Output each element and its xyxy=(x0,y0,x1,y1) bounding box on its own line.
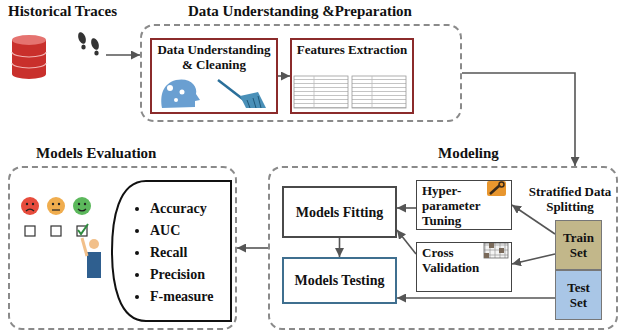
box-label: Features Extraction xyxy=(295,42,409,57)
box-label: Models Fitting xyxy=(296,204,384,221)
cleaning-illustration xyxy=(161,79,266,108)
box-label: Models Testing xyxy=(295,272,385,289)
metric-item: AUC xyxy=(150,220,232,242)
metric-item: Precision xyxy=(150,264,232,286)
database-node: Historical Traces xyxy=(6,26,106,84)
metrics-bracket: AccuracyAUCRecallPrecisionF-measure xyxy=(110,180,232,322)
flow-arrow xyxy=(106,54,140,56)
stage-region: Data Understanding & Cleaning Features Ex… xyxy=(140,24,462,122)
metric-list: AccuracyAUCRecallPrecisionF-measure xyxy=(110,198,232,308)
footprints-icon xyxy=(77,31,101,55)
process-box: Features Extraction xyxy=(290,38,414,114)
feature-tables xyxy=(294,76,406,108)
flow-arrow xyxy=(512,254,555,264)
metric-item: Accuracy xyxy=(150,198,232,220)
process-box: Hyper- parameter Tuning xyxy=(416,180,512,230)
box-label: Data Understanding & Cleaning xyxy=(155,42,273,72)
metric-item: Recall xyxy=(150,242,232,264)
region-title: Historical Traces xyxy=(8,2,117,20)
section-label: Stratified Data Splitting xyxy=(522,184,618,214)
region-title: Modeling xyxy=(438,144,499,162)
feedback-faces xyxy=(21,197,101,278)
box-label: Train Set xyxy=(558,230,599,260)
flow-arrow xyxy=(397,207,416,209)
process-box: Models Fitting xyxy=(282,186,397,238)
flow-arrow xyxy=(397,230,416,254)
flow-arrow xyxy=(397,297,555,299)
data-block: Test Set xyxy=(555,270,602,320)
box-label: Test Set xyxy=(558,280,599,310)
process-box: Data Understanding & Cleaning xyxy=(150,38,278,114)
stage-region: AccuracyAUCRecallPrecisionF-measureModel… xyxy=(8,166,237,330)
region-title: Data Understanding &Preparation xyxy=(188,2,412,20)
process-box: Cross Validation xyxy=(416,242,512,292)
region-title: Models Evaluation xyxy=(36,144,156,162)
flow-arrow xyxy=(237,247,268,249)
flow-arrow xyxy=(278,75,290,77)
grid-icon xyxy=(484,243,508,258)
database-icon xyxy=(12,35,46,79)
process-box: Models Testing xyxy=(282,257,397,304)
flow-arrow xyxy=(339,238,341,257)
wrench-icon xyxy=(487,181,506,196)
metric-item: F-measure xyxy=(150,286,232,308)
box-label: Cross Validation xyxy=(422,245,506,275)
data-block: Train Set xyxy=(555,220,602,270)
box-label: Hyper- parameter Tuning xyxy=(422,183,506,228)
